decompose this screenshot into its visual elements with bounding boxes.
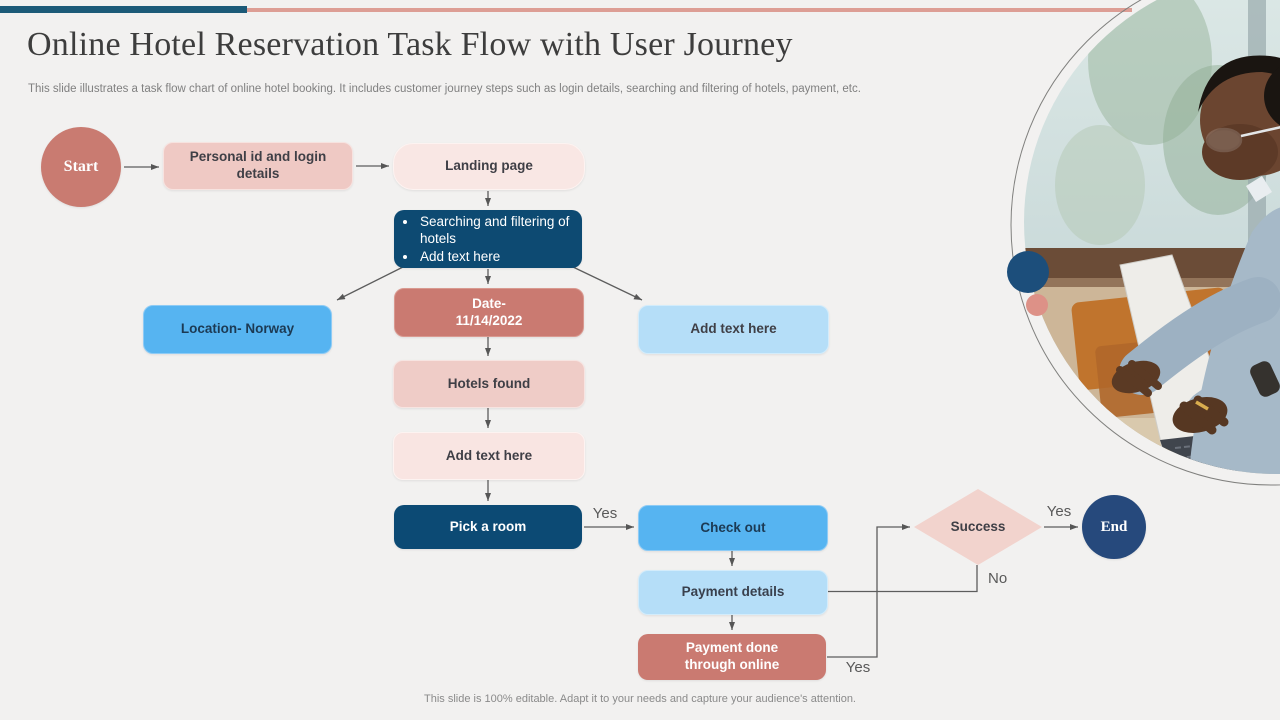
flow-node-date-line1: Date- xyxy=(472,295,506,311)
flow-node-add-text-mid-label: Add text here xyxy=(445,447,533,463)
flow-node-date: Date- 11/14/2022 xyxy=(394,288,584,337)
top-accent-bar-blue xyxy=(0,6,247,13)
flow-node-payment-details: Payment details xyxy=(638,570,828,615)
edge-label-yes-payment-done: Yes xyxy=(846,659,870,676)
edge-label-no-success: No xyxy=(988,570,1007,587)
flow-node-start-label: Start xyxy=(63,158,99,175)
photo-outline-circle xyxy=(1010,0,1280,486)
flow-node-end-label: End xyxy=(1100,518,1128,535)
flow-node-payment-details-label: Payment details xyxy=(681,584,785,600)
flow-node-pick-a-room: Pick a room xyxy=(394,505,582,549)
flow-node-payment-done-label: Payment done through online xyxy=(684,640,780,672)
accent-dot-navy xyxy=(1007,251,1049,293)
flow-node-location: Location- Norway xyxy=(143,305,332,354)
flow-node-check-out: Check out xyxy=(638,505,828,551)
flow-node-landing-page: Landing page xyxy=(393,143,585,190)
flow-node-personal-id: Personal id and login details xyxy=(163,142,353,190)
bullet-item: Add text here xyxy=(418,248,576,266)
flow-node-end: End xyxy=(1082,495,1146,559)
search-filter-bullet-list: Searching and filtering of hotels Add te… xyxy=(394,213,582,266)
edge-label-yes-pick-room: Yes xyxy=(593,505,617,522)
flow-node-payment-done: Payment done through online xyxy=(638,634,826,680)
top-accent-bar-salmon xyxy=(247,8,1132,12)
flow-node-personal-id-label: Personal id and login details xyxy=(189,149,327,181)
flow-node-landing-page-label: Landing page xyxy=(445,158,533,174)
flow-node-search-filter: Searching and filtering of hotels Add te… xyxy=(394,210,582,268)
flow-node-location-label: Location- Norway xyxy=(180,321,295,337)
slide-footer-note: This slide is 100% editable. Adapt it to… xyxy=(424,693,856,705)
flow-node-add-text-right: Add text here xyxy=(638,305,829,354)
flow-node-check-out-label: Check out xyxy=(700,519,766,535)
slide-subtitle: This slide illustrates a task flow chart… xyxy=(28,83,861,95)
flow-node-success-label: Success xyxy=(950,518,1006,534)
edge-label-yes-success: Yes xyxy=(1047,503,1071,520)
flow-node-start: Start xyxy=(41,127,121,207)
flow-node-date-line2: 11/14/2022 xyxy=(455,312,523,328)
flow-node-pick-a-room-label: Pick a room xyxy=(449,518,527,534)
flow-node-hotels-found: Hotels found xyxy=(393,360,585,408)
flow-node-add-text-mid: Add text here xyxy=(393,432,585,480)
accent-dot-salmon xyxy=(1026,294,1048,316)
flow-node-add-text-right-label: Add text here xyxy=(690,321,777,337)
bullet-item: Searching and filtering of hotels xyxy=(418,213,576,248)
flow-node-hotels-found-label: Hotels found xyxy=(447,375,531,391)
page-title: Online Hotel Reservation Task Flow with … xyxy=(27,26,793,63)
